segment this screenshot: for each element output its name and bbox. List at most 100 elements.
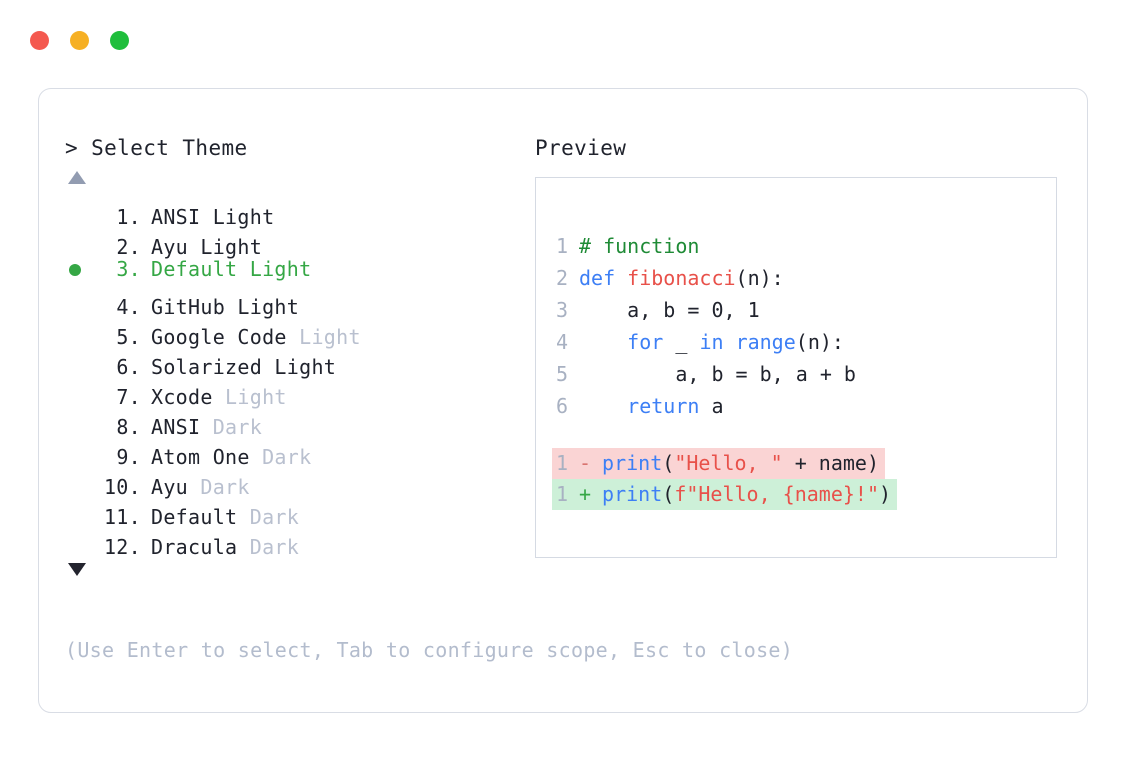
theme-index: 8. <box>116 415 141 439</box>
theme-name-base: GitHub <box>151 295 226 319</box>
theme-list-item[interactable]: 1.ANSI Light <box>65 194 535 229</box>
theme-list-item[interactable]: 12.Dracula Dark <box>65 524 535 559</box>
code-token: fibonacci <box>627 266 736 290</box>
theme-name-base: Xcode <box>151 385 213 409</box>
theme-name-base: ANSI <box>151 205 201 229</box>
theme-list-item[interactable]: 2.Ayu Light <box>65 224 535 259</box>
code-token: _ <box>675 330 700 354</box>
theme-list-item[interactable]: 3.Default Light <box>65 254 535 284</box>
minimize-window-button[interactable] <box>70 31 89 50</box>
code-token: def <box>579 266 628 290</box>
theme-bullet-cell <box>65 255 95 285</box>
theme-name-base: Ayu <box>151 235 189 259</box>
theme-list-item[interactable]: 7.Xcode Light <box>65 374 535 409</box>
theme-list-item[interactable]: 6.Solarized Light <box>65 344 535 379</box>
code-line-number: 5 <box>555 362 568 386</box>
theme-variant-label: Light <box>212 385 287 409</box>
theme-name: Ayu Light <box>141 232 262 262</box>
theme-variant-label: Light <box>200 205 275 229</box>
theme-list-item[interactable]: 8.ANSI Dark <box>65 404 535 439</box>
code-token: , <box>723 298 748 322</box>
theme-bullet-cell <box>65 464 95 494</box>
theme-index: 5. <box>116 325 141 349</box>
code-token: return <box>627 394 712 418</box>
theme-name: ANSI Light <box>141 202 274 232</box>
code-token: a, b = <box>579 298 712 322</box>
diff-line-number: 1 <box>555 482 568 506</box>
scroll-up-arrow-icon[interactable] <box>68 171 86 184</box>
theme-list-item[interactable]: 11.Default Dark <box>65 494 535 529</box>
code-line-number: 3 <box>555 298 568 322</box>
scroll-down-arrow-icon[interactable] <box>68 563 86 576</box>
theme-bullet-cell <box>65 434 95 464</box>
code-line: 5 a, b = b, a + b <box>552 358 1052 390</box>
theme-index: 7. <box>116 385 141 409</box>
code-line: 4 for _ in range(n): <box>552 326 1052 358</box>
code-token: in <box>699 330 736 354</box>
theme-index: 3. <box>116 257 141 281</box>
code-token <box>579 330 627 354</box>
theme-name-base: ANSI <box>151 415 201 439</box>
theme-list-item[interactable]: 9.Atom One Dark <box>65 434 535 469</box>
close-window-button[interactable] <box>30 31 49 50</box>
theme-name-base: Atom One <box>151 445 250 469</box>
page-title: > Select Theme <box>65 136 248 160</box>
code-token: (n): <box>735 266 784 290</box>
code-token: (n): <box>795 330 844 354</box>
code-token: # function <box>579 234 700 258</box>
theme-list-item[interactable]: 5.Google Code Light <box>65 314 535 349</box>
code-line: 1# function <box>552 230 1052 262</box>
theme-bullet-cell <box>65 524 95 554</box>
theme-index: 6. <box>116 355 141 379</box>
code-token: "Hello, " <box>674 451 783 475</box>
diff-line-number: 1 <box>555 451 568 475</box>
theme-variant-label: Dark <box>237 505 300 529</box>
theme-index: 2. <box>116 235 141 259</box>
maximize-window-button[interactable] <box>110 31 129 50</box>
theme-name-base: Ayu <box>151 475 189 499</box>
code-line-number: 2 <box>555 266 568 290</box>
code-token: ) <box>879 482 892 506</box>
theme-bullet-cell <box>65 404 95 434</box>
theme-list-item[interactable]: 10.Ayu Dark <box>65 464 535 499</box>
theme-name: Solarized Light <box>141 352 336 382</box>
theme-name-base: Default <box>151 257 238 281</box>
code-token: 0 <box>711 298 724 322</box>
theme-list-item[interactable]: 4.GitHub Light <box>65 284 535 319</box>
code-token: a <box>711 394 724 418</box>
preview-title: Preview <box>535 136 627 160</box>
diff-line-removed: 1-print("Hello, " + name) <box>552 448 886 479</box>
diff-lines: 1-print("Hello, " + name)1+print(f"Hello… <box>552 448 1052 510</box>
theme-index: 4. <box>116 295 141 319</box>
code-token: ( <box>662 482 675 506</box>
code-token: print <box>602 451 663 475</box>
theme-bullet-cell <box>65 194 95 224</box>
diff-sign: - <box>579 451 592 475</box>
theme-name: Default Light <box>141 254 311 284</box>
theme-variant-label: Light <box>286 325 361 349</box>
diff-sign: + <box>579 482 592 506</box>
window-controls <box>30 31 129 50</box>
code-token: for <box>627 330 676 354</box>
code-line-text: # function <box>568 230 699 262</box>
theme-index: 1. <box>116 205 141 229</box>
code-token: 1 <box>747 298 760 322</box>
theme-name-base: Default <box>151 505 238 529</box>
theme-index: 10. <box>103 475 141 499</box>
code-line-text: return a <box>568 390 724 422</box>
theme-name: ANSI Dark <box>141 412 262 442</box>
theme-name: Atom One Dark <box>141 442 311 472</box>
theme-bullet-cell <box>65 284 95 314</box>
code-line-text: for _ in range(n): <box>568 326 844 358</box>
theme-variant-label: Light <box>262 355 337 379</box>
theme-name: Ayu Dark <box>141 472 250 502</box>
theme-bullet-cell <box>65 494 95 524</box>
theme-name: Xcode Light <box>141 382 287 412</box>
theme-variant-label: Light <box>188 235 263 259</box>
